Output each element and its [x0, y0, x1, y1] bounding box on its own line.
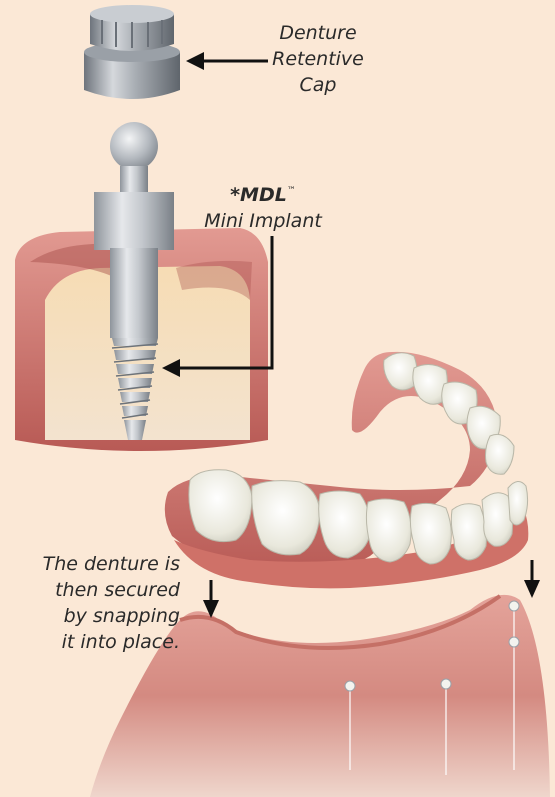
trademark-mark: ™ — [287, 186, 296, 196]
mdl-brand: *MDL™ — [198, 178, 328, 208]
caption-line: The denture is — [20, 551, 180, 577]
cap-label-line: Denture — [268, 20, 368, 46]
cap-label-line: Cap — [268, 72, 368, 98]
mdl-label: *MDL™ Mini Implant — [198, 178, 328, 234]
down-arrow-icon — [203, 580, 219, 618]
retentive-cap — [84, 5, 180, 99]
caption-line: then secured — [20, 577, 180, 603]
left-arrow-icon — [186, 52, 268, 70]
caption-line: it into place. — [20, 629, 180, 655]
cap-label: Denture Retentive Cap — [268, 20, 368, 98]
mdl-brand-text: *MDL — [230, 184, 287, 206]
caption-label: The denture is then secured by snapping … — [20, 551, 180, 655]
mdl-description: Mini Implant — [198, 208, 328, 234]
down-arrow-icon — [524, 560, 540, 598]
caption-line: by snapping — [20, 603, 180, 629]
cap-label-line: Retentive — [268, 46, 368, 72]
